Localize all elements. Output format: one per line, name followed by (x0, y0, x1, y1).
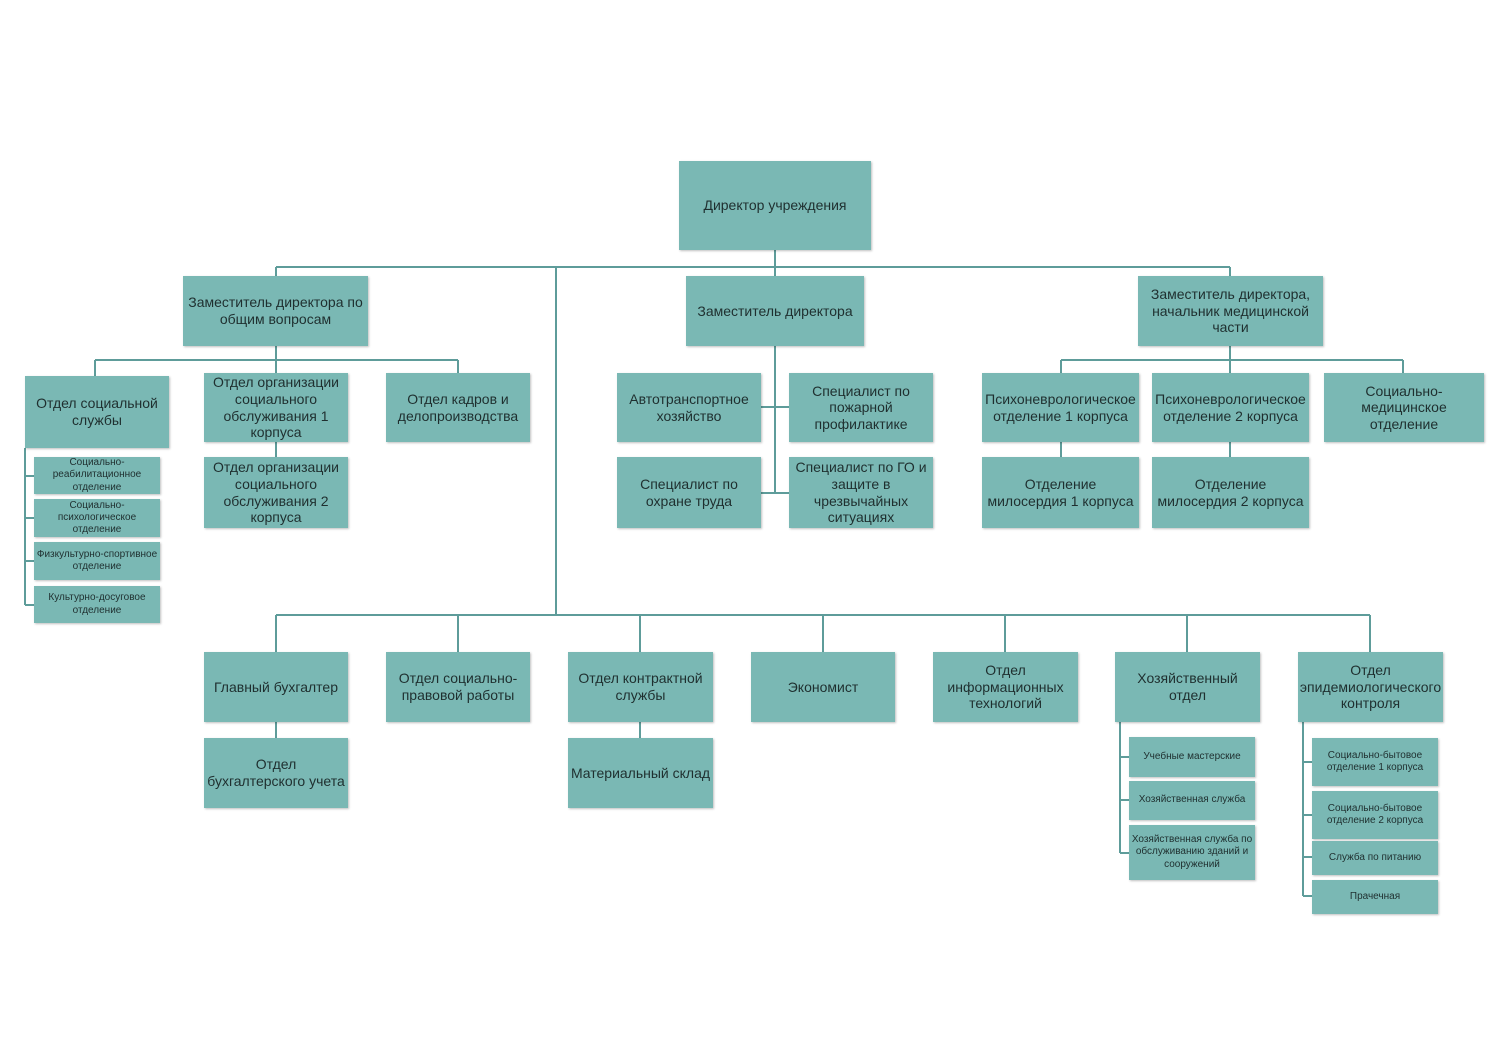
household-subunit-label: Учебные мастерские (1143, 750, 1241, 762)
social-service-subunit-label: Физкультурно-спортивное отделение (36, 548, 158, 572)
mercy-1-box: Отделение милосердия 1 корпуса (982, 457, 1139, 528)
epidemiology-subunit-label: Прачечная (1349, 890, 1401, 902)
director-box: Директор учреждения (679, 161, 871, 250)
household-subunit: Учебные мастерские (1129, 737, 1255, 777)
org-service-2-box: Отдел организации социального обслуживан… (204, 457, 348, 528)
legal-label: Отдел социально-правовой работы (398, 670, 518, 703)
warehouse-label: Материальный склад (570, 764, 711, 781)
epidemiology-subunit-label: Социально-бытовое отделение 2 корпуса (1326, 802, 1424, 826)
household-box: Хозяйственный отдел (1115, 652, 1260, 722)
deputy-general-box: Заместитель директора по общим вопросам (183, 276, 368, 346)
deputy-box: Заместитель директора (686, 276, 864, 346)
social-service-subunit-label: Социально-реабилитационное отделение (52, 457, 142, 493)
psycho-1-box: Психоневрологическое отделение 1 корпуса (982, 373, 1139, 442)
fire-specialist-box: Специалист по пожарной профилактике (789, 373, 933, 442)
social-service-subunit: Культурно-досуговое отделение (34, 586, 160, 623)
transport-box: Автотранспортное хозяйство (617, 373, 761, 442)
household-label: Хозяйственный отдел (1137, 670, 1238, 703)
household-subunit-label: Хозяйственная служба (1138, 794, 1246, 806)
social-service-subunit: Физкультурно-спортивное отделение (34, 542, 160, 580)
org-service-1-box: Отдел организации социального обслуживан… (204, 373, 348, 442)
mercy-2-label: Отделение милосердия 2 корпуса (1157, 475, 1304, 509)
social-medical-box: Социально-медицинское отделение (1324, 373, 1484, 442)
it-label: Отдел информационных технологий (947, 662, 1064, 712)
household-subunit: Хозяйственная служба по обслуживанию зда… (1129, 825, 1255, 880)
social-service-box: Отдел социальной службы (25, 376, 169, 448)
mercy-2-box: Отделение милосердия 2 корпуса (1152, 457, 1309, 528)
contract-box: Отдел контрактной службы (568, 652, 713, 722)
epidemiology-subunit-label: Социально-бытовое отделение 1 корпуса (1326, 749, 1424, 773)
household-subunit-label: Хозяйственная служба по обслуживанию зда… (1131, 834, 1253, 870)
hr-box: Отдел кадров и делопроизводства (386, 373, 530, 442)
org-service-1-label: Отдел организации социального обслуживан… (213, 374, 339, 441)
accounting-box: Отдел бухгалтерского учета (204, 738, 348, 808)
transport-label: Автотранспортное хозяйство (629, 390, 749, 424)
it-box: Отдел информационных технологий (933, 652, 1078, 722)
epidemiology-subunit: Прачечная (1312, 880, 1438, 914)
social-service-subunit-label: Социально-психологическое отделение (57, 499, 137, 536)
mercy-1-label: Отделение милосердия 1 корпуса (987, 475, 1134, 509)
chief-accountant-box: Главный бухгалтер (204, 652, 348, 722)
epidemiology-label: Отдел эпидемиологического контроля (1299, 662, 1442, 712)
chief-accountant-label: Главный бухгалтер (214, 678, 338, 695)
epidemiology-box: Отдел эпидемиологического контроля (1298, 652, 1443, 722)
org-service-2-label: Отдел организации социального обслуживан… (213, 459, 339, 526)
psycho-2-box: Психоневрологическое отделение 2 корпуса (1152, 373, 1309, 442)
epidemiology-subunit-label: Служба по питанию (1328, 851, 1422, 863)
legal-box: Отдел социально-правовой работы (386, 652, 530, 722)
civil-defense-box: Специалист по ГО и защите в чрезвычайных… (789, 457, 933, 528)
deputy-medical-label: Заместитель директора, начальник медицин… (1150, 286, 1311, 336)
epidemiology-subunit: Служба по питанию (1312, 841, 1438, 875)
social-service-subunit: Социально-психологическое отделение (34, 499, 160, 537)
social-service-subunit: Социально-реабилитационное отделение (34, 457, 160, 494)
social-service-subunit-label: Культурно-досуговое отделение (48, 592, 146, 616)
contract-label: Отдел контрактной службы (578, 670, 703, 703)
civil-defense-label: Специалист по ГО и защите в чрезвычайных… (795, 459, 927, 526)
deputy-medical-box: Заместитель директора, начальник медицин… (1138, 276, 1323, 346)
director-label: Директор учреждения (703, 197, 847, 214)
household-subunit: Хозяйственная служба (1129, 781, 1255, 820)
deputy-label: Заместитель директора (697, 302, 853, 319)
social-service-label: Отдел социальной службы (36, 395, 158, 428)
epidemiology-subunit: Социально-бытовое отделение 1 корпуса (1312, 738, 1438, 786)
labor-specialist-label: Специалист по охране труда (640, 475, 738, 509)
accounting-label: Отдел бухгалтерского учета (207, 756, 345, 789)
social-medical-label: Социально-медицинское отделение (1361, 382, 1447, 432)
hr-label: Отдел кадров и делопроизводства (397, 390, 519, 424)
epidemiology-subunit: Социально-бытовое отделение 2 корпуса (1312, 791, 1438, 839)
labor-specialist-box: Специалист по охране труда (617, 457, 761, 528)
psycho-2-label: Психоневрологическое отделение 2 корпуса (1155, 390, 1306, 424)
economist-label: Экономист (787, 678, 859, 695)
deputy-general-label: Заместитель директора по общим вопросам (188, 294, 363, 327)
fire-specialist-label: Специалист по пожарной профилактике (812, 382, 910, 432)
warehouse-box: Материальный склад (568, 738, 713, 808)
economist-box: Экономист (751, 652, 895, 722)
psycho-1-label: Психоневрологическое отделение 1 корпуса (985, 390, 1136, 424)
